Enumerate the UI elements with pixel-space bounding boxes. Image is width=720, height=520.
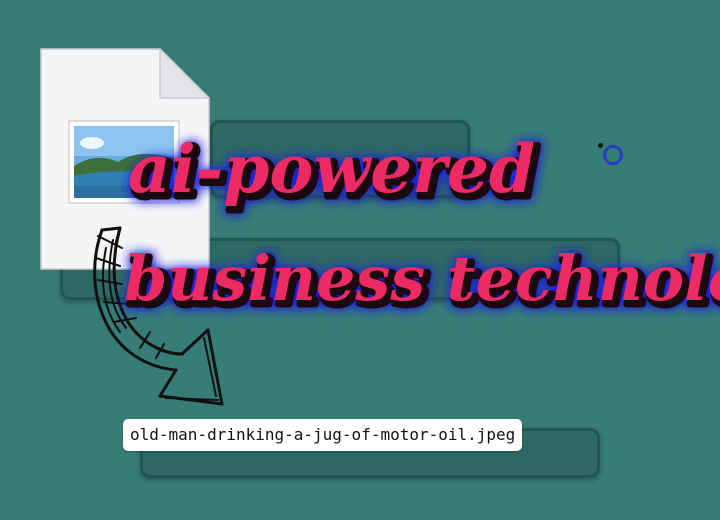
shadow-plate (210, 120, 470, 198)
cursor-ring-icon (603, 145, 623, 165)
cursor-dot (598, 143, 603, 148)
image-file-icon[interactable] (40, 48, 210, 270)
hand-drawn-arrow-icon (80, 218, 250, 423)
file-name-label[interactable]: old-man-drinking-a-jug-of-motor-oil.jpeg (123, 419, 523, 451)
